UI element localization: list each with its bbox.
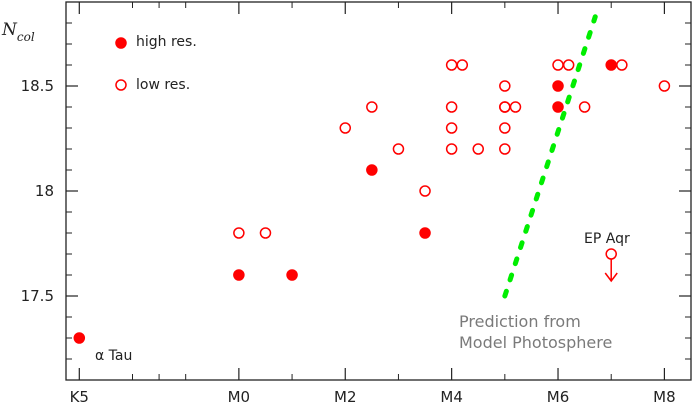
low-res-point	[658, 80, 671, 92]
low-res-point	[499, 143, 511, 155]
low-res-point	[445, 143, 458, 155]
low-res-point	[233, 227, 245, 239]
legend-low-res-marker	[115, 79, 127, 91]
y-tick-label: 17.5	[21, 287, 54, 305]
high-res-point	[233, 269, 245, 281]
low-res-point	[339, 122, 352, 134]
high-res-point	[286, 269, 298, 281]
high-res-point	[605, 59, 617, 71]
x-tick-label: M0	[228, 388, 251, 406]
high-res-point	[419, 227, 431, 239]
alpha-tau-label: α Tau	[95, 348, 132, 364]
prediction-line	[502, 14, 598, 299]
low-res-point	[472, 143, 484, 155]
legend-low-res-label: low res.	[136, 77, 190, 93]
low-res-point	[445, 59, 458, 71]
upper-limit-arrow-head	[604, 272, 618, 283]
prediction-dashed-line	[502, 14, 598, 299]
high-res-point	[73, 332, 86, 344]
ep-aqr-label: EP Aqr	[584, 231, 630, 247]
prediction-label-line1: Prediction from	[459, 312, 581, 331]
plot-frame	[65, 1, 692, 381]
legend: high res. low res.	[115, 34, 197, 93]
low-res-point	[419, 185, 431, 197]
low-res-point	[616, 59, 628, 71]
low-res-point	[552, 59, 564, 71]
upper-limit-marker	[604, 248, 618, 283]
low-res-point	[445, 101, 458, 113]
low-res-point	[445, 122, 458, 134]
low-res-point	[259, 227, 272, 239]
high-res-point	[552, 80, 564, 92]
x-tick-label: M2	[334, 388, 357, 406]
x-tick-label: M6	[547, 388, 570, 406]
y-axis-title: Ncol	[1, 20, 35, 44]
legend-high-res-label: high res.	[136, 34, 197, 50]
low-res-point	[499, 122, 511, 134]
low-res-point	[456, 59, 469, 71]
axis-ticks: K5 M0 M2 M4 M6 M8 17.5 18 18.5	[21, 1, 691, 406]
low-res-point	[562, 59, 575, 71]
low-res-point	[499, 101, 511, 113]
low-res-point	[509, 101, 522, 113]
low-res-point	[366, 101, 378, 113]
high-res-point	[552, 101, 564, 113]
x-tick-label: K5	[70, 388, 89, 406]
low-res-point	[392, 143, 405, 155]
y-tick-label: 18	[35, 182, 54, 200]
low-res-point	[499, 80, 511, 92]
legend-high-res-marker	[115, 37, 127, 49]
x-tick-label: M4	[440, 388, 463, 406]
low-res-point	[578, 101, 591, 113]
y-tick-label: 18.5	[21, 77, 54, 95]
high-res-point	[366, 164, 378, 176]
data-points	[73, 59, 671, 344]
prediction-label-line2: Model Photosphere	[459, 333, 612, 352]
ep-aqr-point	[605, 248, 617, 260]
x-tick-label: M8	[653, 388, 676, 406]
